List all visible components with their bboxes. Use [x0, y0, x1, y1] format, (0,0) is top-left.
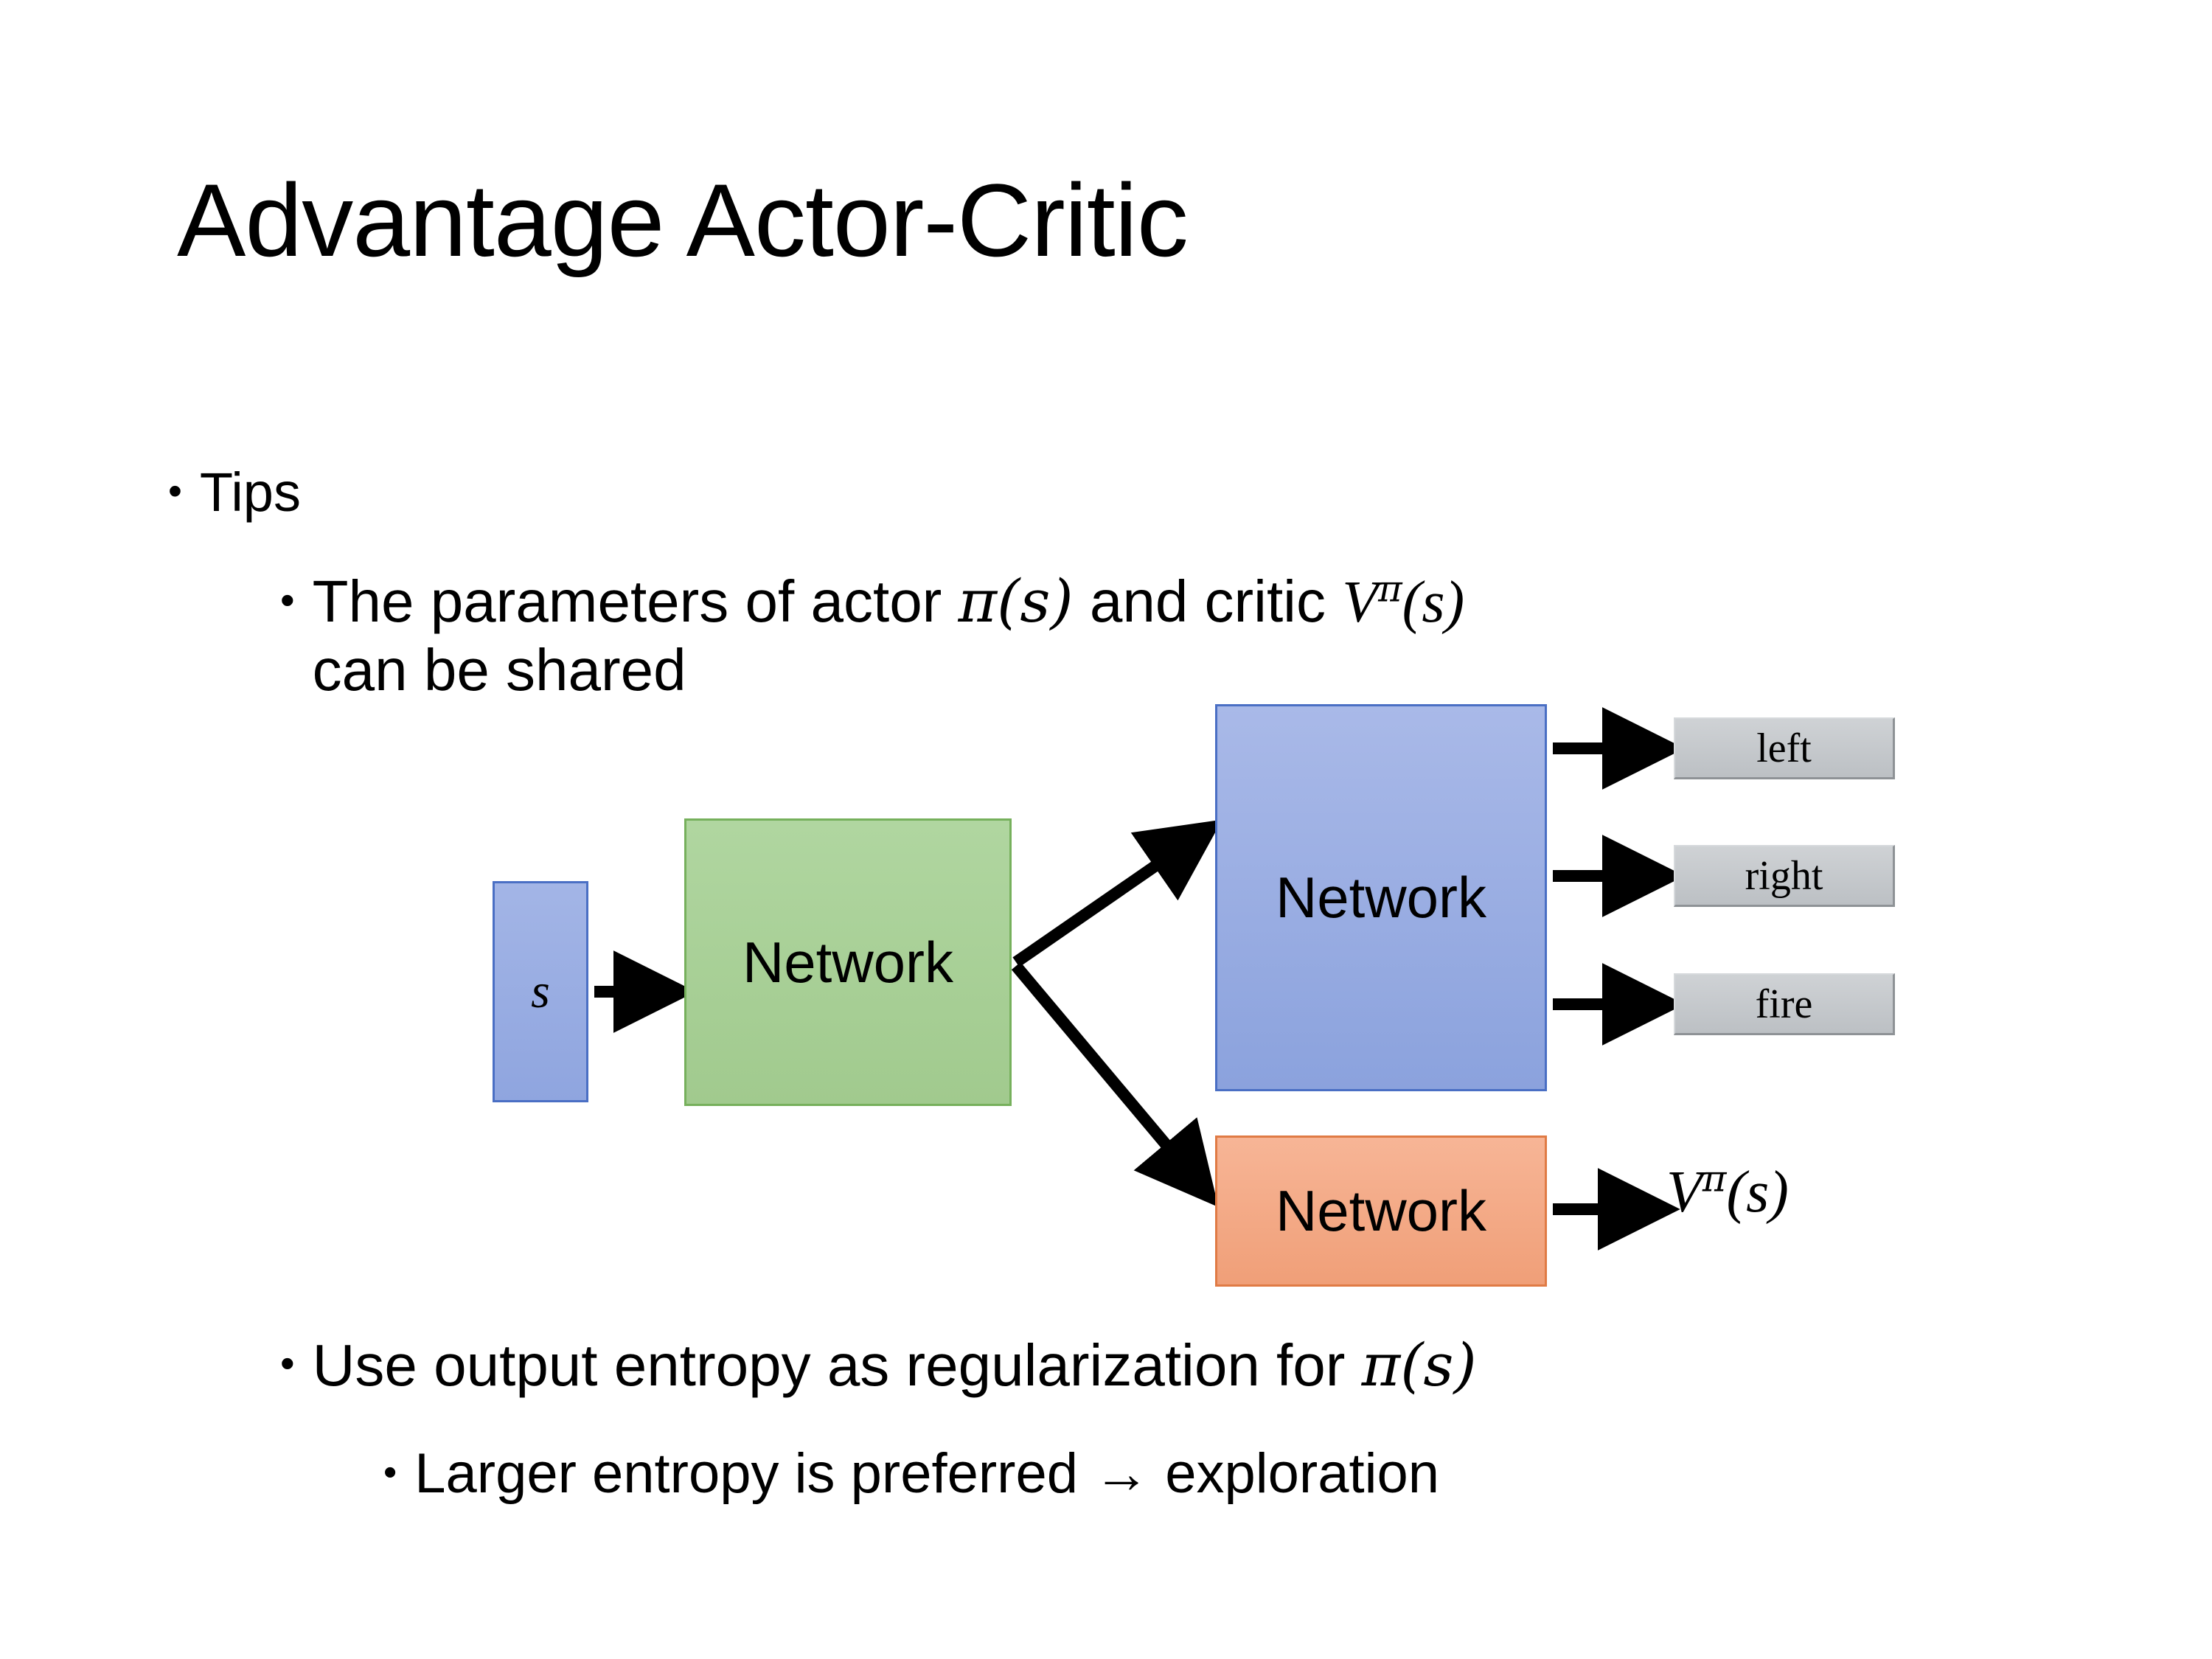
diagram-node-actor-network: Network	[1215, 704, 1547, 1091]
bullet-marker: •	[280, 577, 295, 623]
math-pi-of-s: π(s)	[958, 567, 1074, 636]
value-superscript-pi: π	[1702, 1157, 1727, 1200]
diagram-node-state-input: s	[493, 881, 588, 1102]
bullet-marker: •	[383, 1451, 397, 1494]
math-v-superscript-pi: π	[1378, 567, 1402, 611]
bullet-entropy-label: Use output entropy as regularization for…	[313, 1331, 2087, 1399]
bullet-larger-entropy-label: Larger entropy is preferred → exploratio…	[414, 1442, 1440, 1505]
output-box-left: left	[1674, 717, 1895, 779]
output-box-fire: fire	[1674, 973, 1895, 1035]
bullet-shared-parameters: • The parameters of actor π(s) and criti…	[280, 568, 2087, 703]
math-v-argument: (s)	[1402, 570, 1465, 635]
math-pi-of-s: π(s)	[1361, 1331, 1477, 1399]
critic-network-label: Network	[1275, 1178, 1487, 1243]
actor-network-label: Network	[1275, 865, 1487, 930]
text-before-pi: Use output entropy as regularization for	[312, 1332, 1362, 1398]
math-v-base: V	[1342, 570, 1379, 635]
output-right-label: right	[1745, 852, 1823, 899]
bullet-tips-label: Tips	[199, 462, 301, 523]
value-function-output-label: Vπ(s)	[1666, 1158, 1789, 1226]
shared-network-label: Network	[742, 929, 954, 995]
text-line-two: can be shared	[312, 637, 686, 703]
text-before-pi: The parameters of actor	[312, 568, 959, 634]
arrow-shared-to-actor	[1012, 819, 1222, 967]
diagram-node-critic-network: Network	[1215, 1135, 1547, 1287]
output-left-label: left	[1756, 725, 1812, 771]
output-fire-label: fire	[1755, 981, 1813, 1027]
diagram-node-shared-network: Network	[684, 818, 1012, 1106]
page-title: Advantage Actor-Critic	[177, 162, 1189, 278]
bullet-larger-entropy: • Larger entropy is preferred → explorat…	[383, 1441, 2116, 1506]
bullet-entropy-regularization: • Use output entropy as regularization f…	[280, 1331, 2087, 1399]
bullet-shared-parameters-label: The parameters of actor π(s) and critic …	[313, 568, 2087, 703]
bullet-marker: •	[168, 469, 182, 513]
arrow-shared-to-critic	[1011, 961, 1219, 1208]
value-argument: (s)	[1726, 1160, 1789, 1225]
output-box-right: right	[1674, 845, 1895, 907]
bullet-marker: •	[280, 1340, 295, 1386]
state-label: s	[531, 964, 550, 1018]
text-middle: and critic	[1073, 568, 1343, 634]
value-base: V	[1666, 1160, 1703, 1225]
bullet-tips: • Tips	[168, 461, 301, 524]
